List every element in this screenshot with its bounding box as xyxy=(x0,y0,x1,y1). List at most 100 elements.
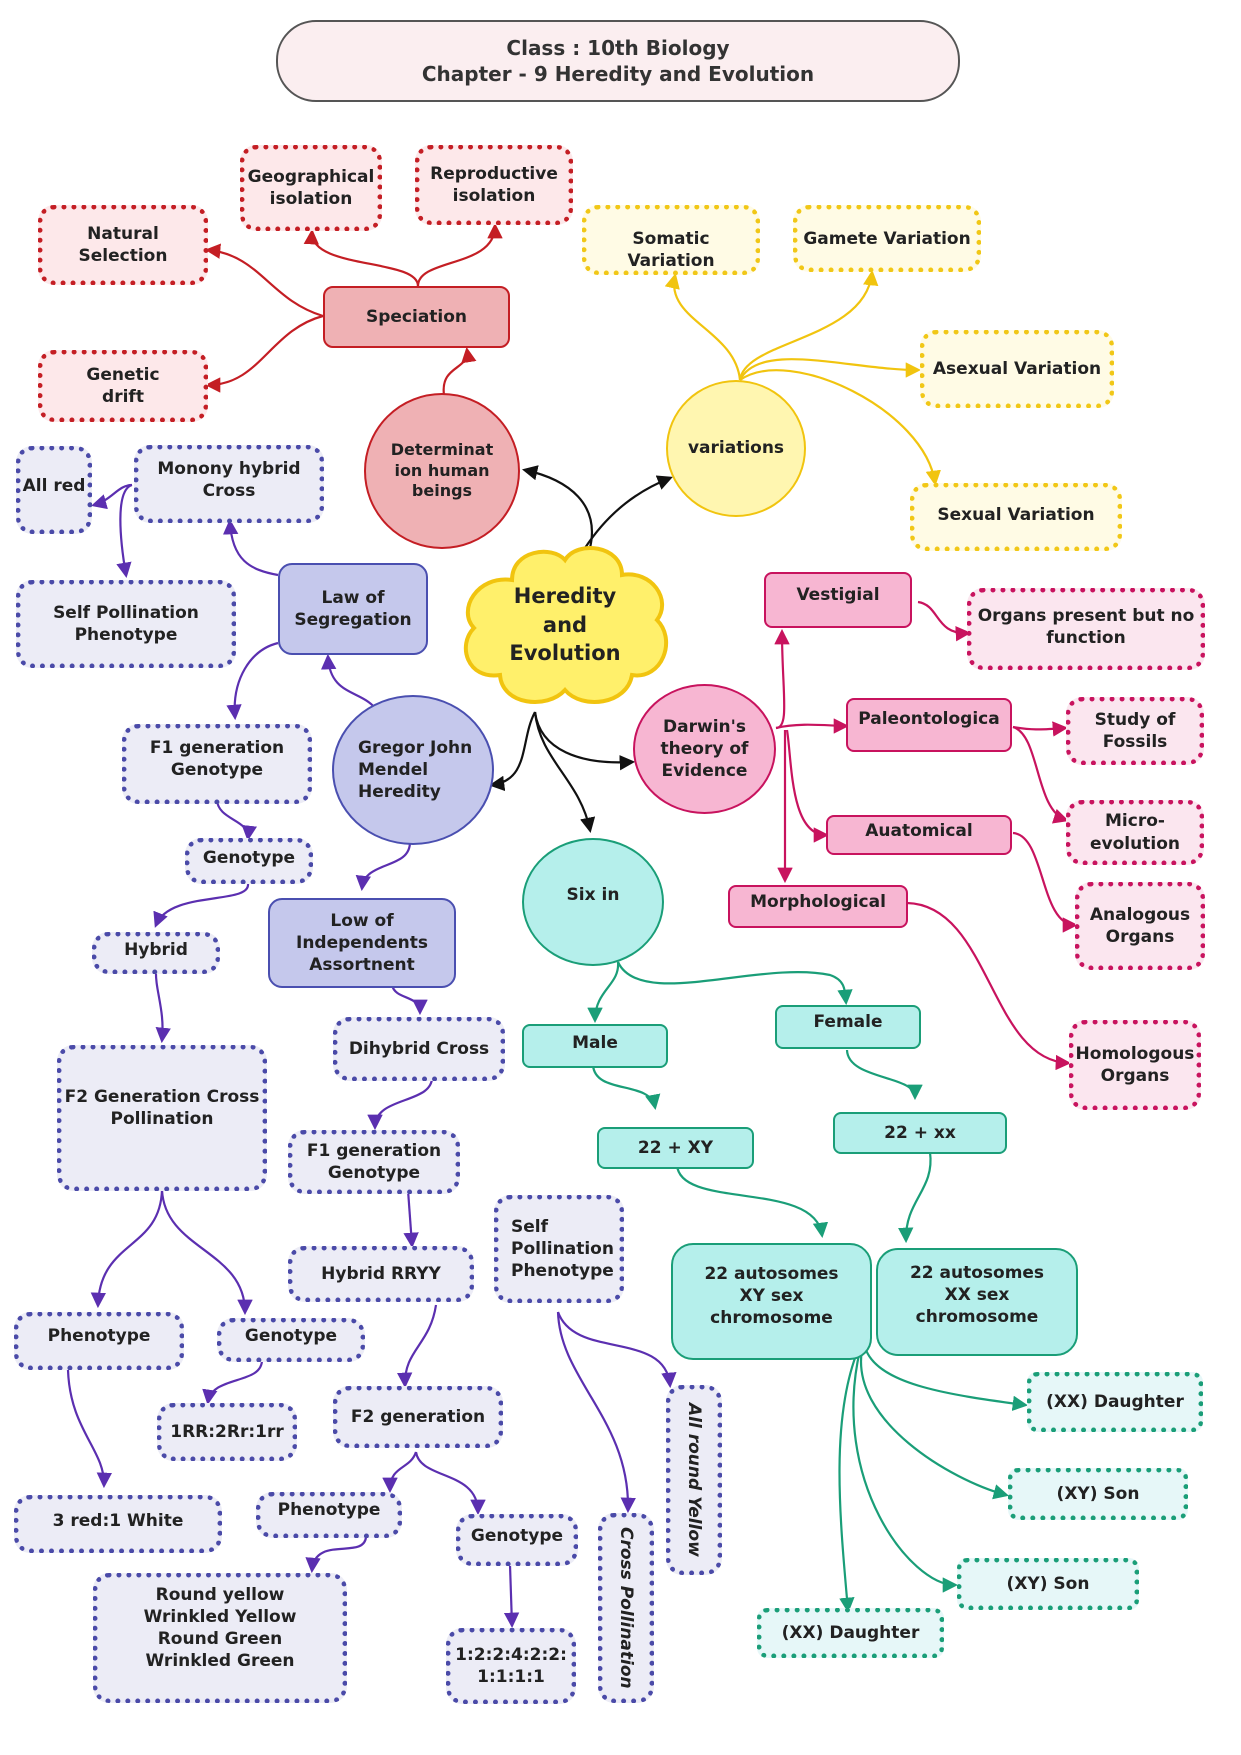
homologous-organs-node[interactable]: Homologous Organs xyxy=(1069,1020,1201,1110)
genotype-node-2[interactable]: Genotype xyxy=(217,1318,365,1362)
self-pollination-node-2[interactable]: Self Pollination Phenotype xyxy=(494,1195,624,1303)
edge-var-sexual xyxy=(739,369,941,487)
edge-law-f1 xyxy=(226,641,279,721)
law-segregation-node[interactable]: Law of Segregation xyxy=(278,563,428,655)
micro-evolution-node[interactable]: Micro- evolution xyxy=(1066,800,1204,865)
central-topic[interactable]: Heredity and Evolution xyxy=(509,584,621,666)
hybrid-rryy-node[interactable]: Hybrid RRYY xyxy=(288,1246,474,1302)
monohybrid-cross-node[interactable]: Monony hybrid Cross xyxy=(134,445,324,523)
cloud-icon xyxy=(463,546,668,704)
edge-darwin-anat xyxy=(785,729,830,843)
edge-six-male xyxy=(587,961,620,1024)
edge-speciation-repro xyxy=(416,222,503,287)
edge-var-asexual xyxy=(739,358,922,381)
edge-var-gamete xyxy=(738,269,879,381)
edge-f2-pheno xyxy=(382,1451,418,1494)
asexual-variation-node[interactable]: Asexual Variation xyxy=(920,330,1114,408)
genotype-node[interactable]: Genotype xyxy=(185,838,313,884)
edge-male-xy xyxy=(591,1064,661,1111)
genetic-drift-node[interactable]: Genetic drift xyxy=(38,350,208,422)
phenotype-list-node[interactable]: Round yellow Wrinkled Yellow Round Green… xyxy=(93,1573,347,1703)
edge-self-cross xyxy=(556,1311,636,1514)
offspring-son-1[interactable]: (XY) Son xyxy=(1008,1468,1188,1520)
paleontological-node[interactable]: Paleontologica xyxy=(846,698,1012,752)
edge-center-sixin xyxy=(533,711,596,834)
edge-geno-ratio xyxy=(202,1359,264,1406)
ratio-phenotype-node[interactable]: 3 red:1 White xyxy=(14,1495,222,1553)
edge-speciation-drift xyxy=(204,314,324,393)
all-round-yellow-node[interactable]: All round Yellow xyxy=(666,1385,722,1575)
offspring-daughter-2[interactable]: (XX) Daughter xyxy=(757,1608,944,1658)
mendel-node[interactable]: Gregor John Mendel Heredity xyxy=(332,695,494,845)
edge-darwin-paleo xyxy=(775,718,850,734)
ratio-genotype-node[interactable]: 1RR:2Rr:1rr xyxy=(157,1403,297,1461)
edge-hybridrryy-f2 xyxy=(396,1304,438,1389)
organs-no-function-node[interactable]: Organs present but no function xyxy=(967,588,1205,670)
offspring-son-2[interactable]: (XY) Son xyxy=(957,1558,1139,1610)
gamete-variation-node[interactable]: Gamete Variation xyxy=(793,205,981,272)
cross-pollination-node[interactable]: Cross Pollination xyxy=(598,1513,654,1703)
edge-speciation-natural xyxy=(204,243,324,318)
f2-generation-node[interactable]: F2 generation xyxy=(333,1386,503,1448)
edge-six-female xyxy=(617,961,853,1006)
natural-selection-node[interactable]: Natural Selection xyxy=(38,205,208,285)
self-pollination-phenotype-node[interactable]: Self Pollination Phenotype xyxy=(16,580,236,668)
all-red-node[interactable]: All red xyxy=(16,446,92,534)
edge-geno-ratio2 xyxy=(503,1564,520,1629)
reproductive-isolation-node[interactable]: Reproductive isolation xyxy=(415,145,573,225)
somatic-variation-node[interactable]: Somatic Variation xyxy=(582,205,760,275)
edge-dihybrid-f1 xyxy=(367,1074,434,1131)
male-detail-node[interactable]: 22 autosomes XY sex chromosome xyxy=(671,1243,872,1360)
determination-node[interactable]: Determinat ion human beings xyxy=(364,393,520,549)
vestigial-node[interactable]: Vestigial xyxy=(764,572,912,628)
dihybrid-cross-node[interactable]: Dihybrid Cross xyxy=(333,1017,505,1081)
edge-f2cross-pheno xyxy=(90,1189,164,1309)
edge-var-somatic xyxy=(664,272,742,381)
offspring-daughter-1[interactable]: (XX) Daughter xyxy=(1027,1372,1203,1432)
phenotype-node[interactable]: Phenotype xyxy=(14,1312,184,1370)
hybrid-node[interactable]: Hybrid xyxy=(92,932,220,974)
edge-morph-homologous xyxy=(906,901,1072,1071)
speciation-node[interactable]: Speciation xyxy=(323,286,510,348)
analogous-organs-node[interactable]: Analogous Organs xyxy=(1075,882,1205,970)
f1-genotype-node-2[interactable]: F1 generation Genotype xyxy=(288,1130,460,1194)
geographical-isolation-node[interactable]: Geographical isolation xyxy=(240,145,382,231)
sexual-variation-node[interactable]: Sexual Variation xyxy=(910,483,1122,551)
male-node[interactable]: Male xyxy=(522,1024,668,1068)
edge-f2-geno xyxy=(414,1451,486,1516)
edge-center-determination xyxy=(521,465,593,549)
edge-vestigial-organs xyxy=(917,600,972,642)
morphological-node[interactable]: Morphological xyxy=(728,885,908,928)
f2-cross-pollination-node[interactable]: F2 Generation Cross Pollination xyxy=(57,1045,267,1191)
genotype-ratio-node[interactable]: 1:2:2:4:2:2: 1:1:1:1 xyxy=(446,1628,576,1704)
female-detail-node[interactable]: 22 autosomes XX sex chromosome xyxy=(876,1248,1078,1356)
darwin-node[interactable]: Darwin's theory of Evidence xyxy=(633,684,776,814)
edge-f1b-hybrid xyxy=(403,1189,419,1249)
edge-law-mono xyxy=(222,518,279,577)
edge-xx-detail xyxy=(898,1151,932,1244)
edge-pheno-list xyxy=(305,1536,368,1574)
phenotype-node-2[interactable]: Phenotype xyxy=(256,1492,402,1538)
female-node[interactable]: Female xyxy=(775,1005,921,1049)
female-chromosome-node[interactable]: 22 + xx xyxy=(833,1112,1007,1154)
edge-xy-detail xyxy=(675,1164,829,1239)
genotype-node-3[interactable]: Genotype xyxy=(456,1514,578,1566)
edge-pheno-ratio xyxy=(66,1369,113,1489)
edge-anat-analogous xyxy=(1012,831,1079,933)
page-title: Class : 10th Biology Chapter - 9 Heredit… xyxy=(276,20,960,102)
edge-self-allround xyxy=(556,1311,677,1389)
edge-offspring-4 xyxy=(838,1349,860,1614)
edge-offspring-1 xyxy=(864,1349,1029,1412)
male-chromosome-node[interactable]: 22 + XY xyxy=(597,1127,754,1169)
edge-darwin-vestigial xyxy=(774,628,790,730)
edge-mono-self xyxy=(116,483,133,579)
six-in-node[interactable]: Six in xyxy=(522,838,664,966)
f1-genotype-node[interactable]: F1 generation Genotype xyxy=(122,724,312,804)
law-independent-node[interactable]: Low of Independents Assortnent xyxy=(268,898,456,988)
anatomical-node[interactable]: Auatomical xyxy=(826,815,1012,855)
edge-female-xx xyxy=(845,1049,923,1101)
study-fossils-node[interactable]: Study of Fossils xyxy=(1066,697,1204,765)
edge-paleo-micro xyxy=(1012,725,1069,824)
edge-offspring-2 xyxy=(859,1349,1009,1500)
variations-node[interactable]: variations xyxy=(666,380,806,517)
